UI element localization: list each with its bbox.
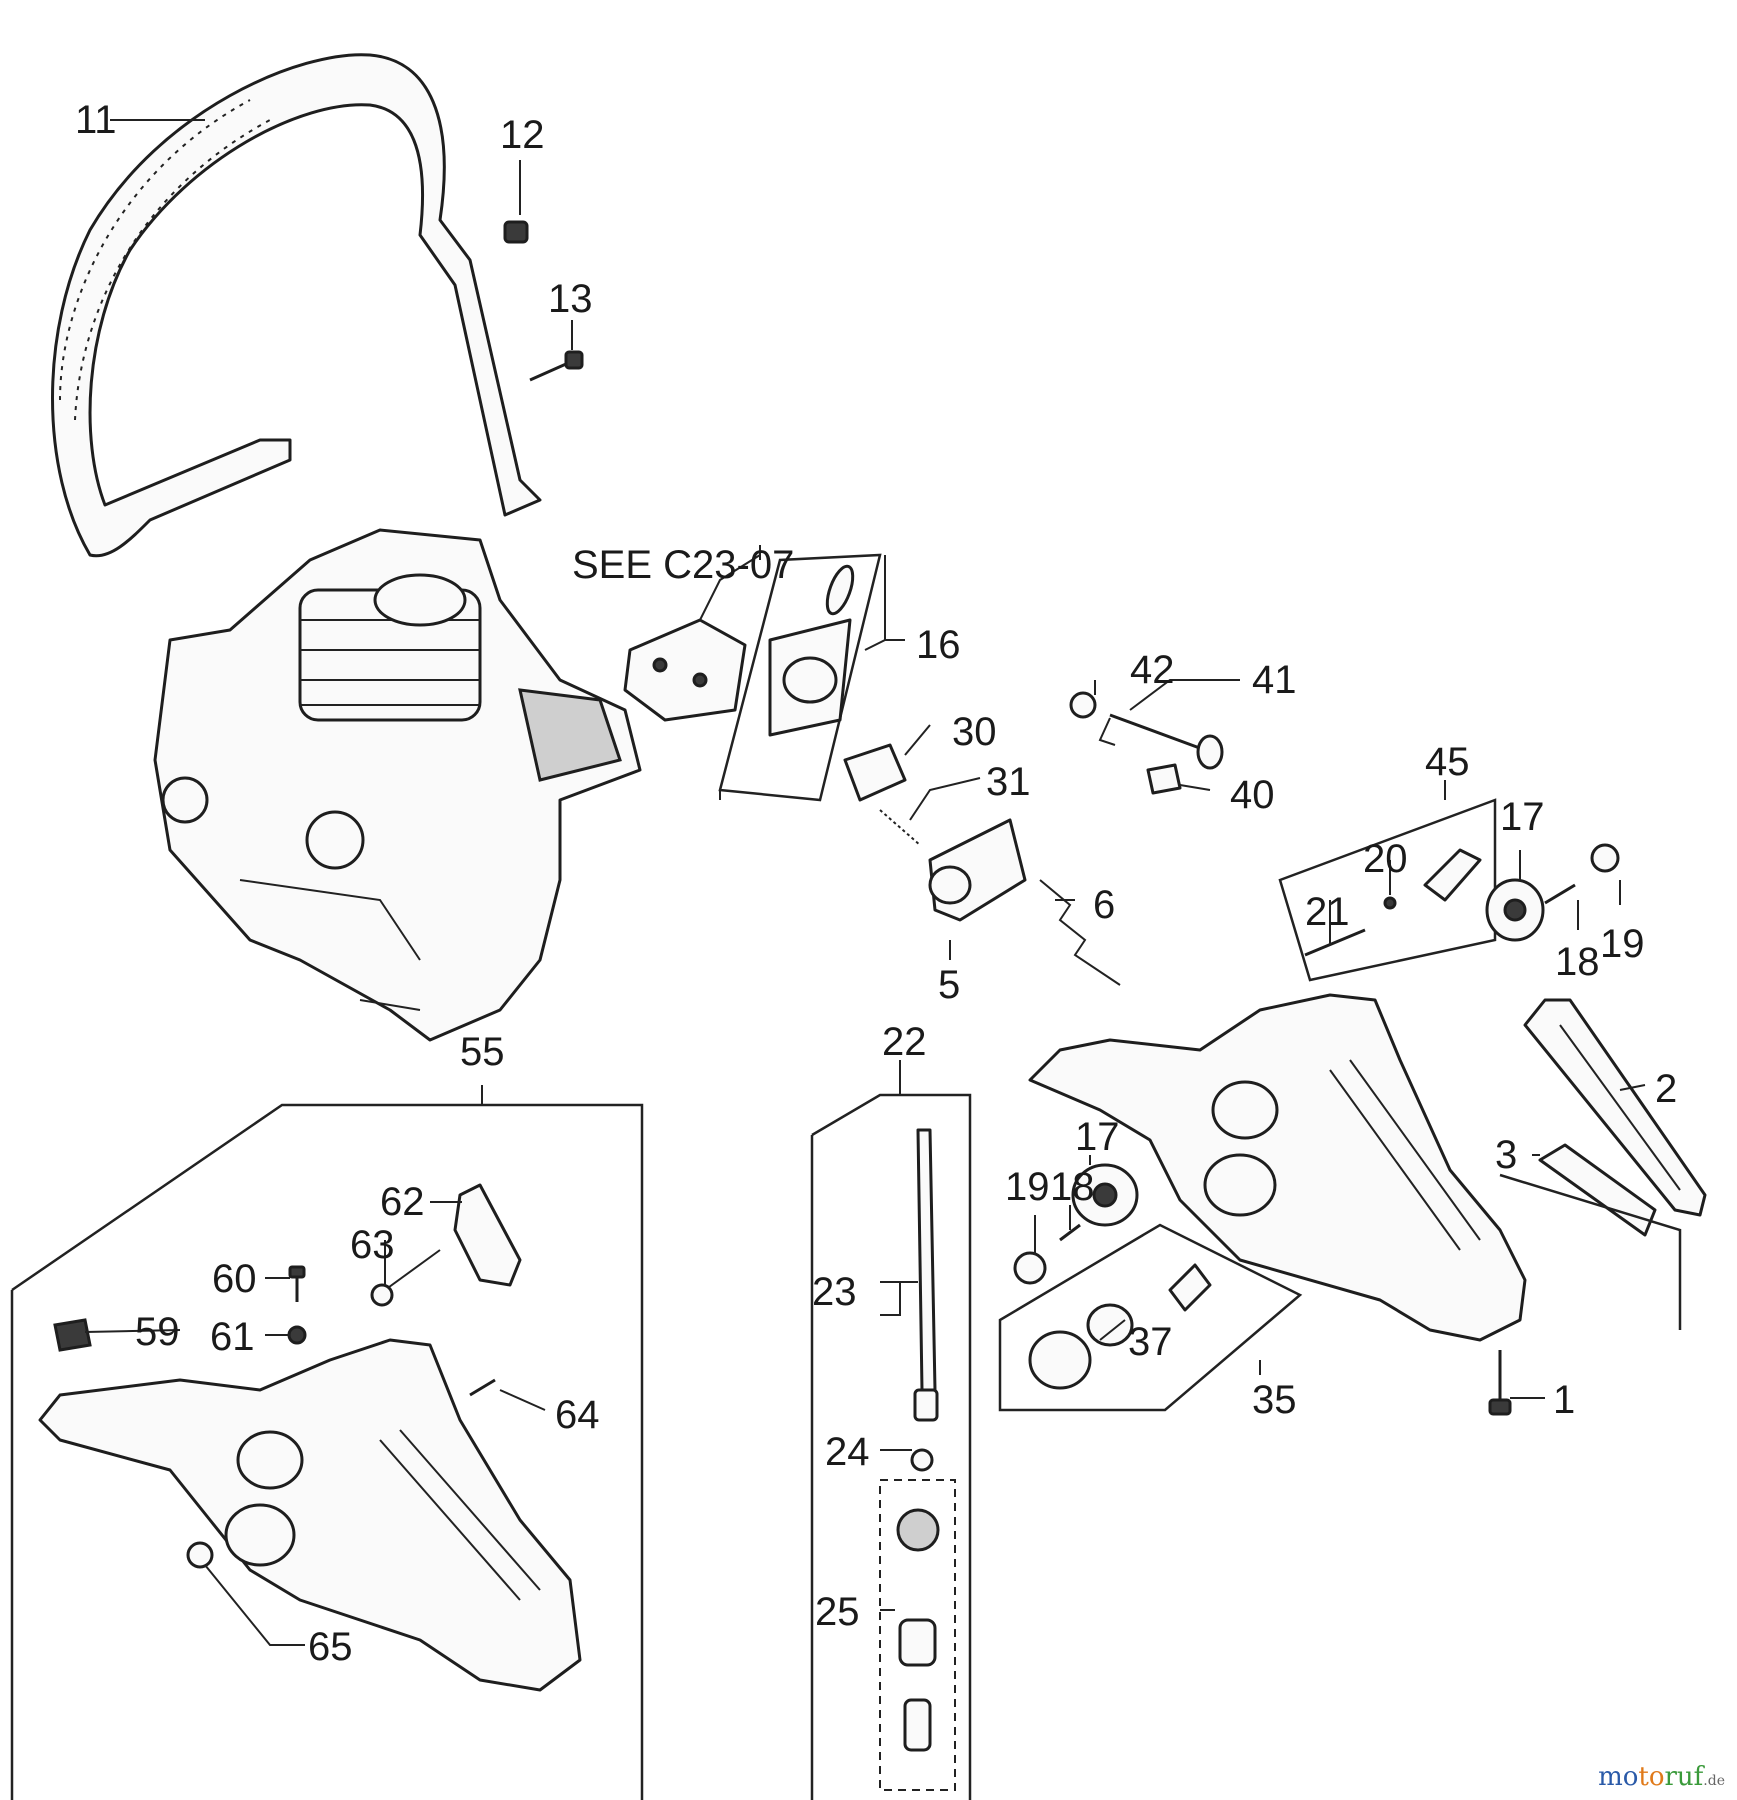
rod-41: [1098, 713, 1224, 770]
label-42: 42: [1130, 648, 1175, 692]
pin-60: [288, 1265, 306, 1302]
label-18-lower: 18: [1050, 1165, 1095, 1209]
label-19-lower: 19: [1005, 1165, 1050, 1209]
watermark-part-3: ruf: [1664, 1762, 1704, 1792]
label-19-upper: 19: [1600, 922, 1645, 966]
label-3: 3: [1495, 1133, 1517, 1177]
label-55: 55: [460, 1030, 505, 1074]
nut-19-upper: [1590, 843, 1620, 873]
label-16: 16: [916, 623, 961, 667]
box-2-3: [1499, 1173, 1682, 1330]
part-5-bracket: [928, 818, 1027, 922]
label-63: 63: [350, 1223, 395, 1267]
nut-19-lower: [1013, 1251, 1047, 1285]
nut-12: [503, 220, 529, 244]
bar-plate-2: [1523, 998, 1707, 1217]
spring-31: [879, 809, 921, 846]
label-2: 2: [1655, 1067, 1677, 1111]
label-5: 5: [938, 963, 960, 1007]
spring-63: [370, 1249, 441, 1307]
part-30: [843, 743, 907, 802]
carburetor: [623, 554, 761, 722]
label-30: 30: [952, 710, 997, 754]
label-17-lower: 17: [1075, 1115, 1120, 1159]
assembly-box-45: [1278, 798, 1497, 982]
label-25: 25: [815, 1590, 860, 1634]
label-61: 61: [210, 1315, 255, 1359]
oil-pump-box-35: [998, 1223, 1303, 1412]
label-37: 37: [1128, 1320, 1173, 1364]
label-21: 21: [1305, 890, 1350, 934]
sprocket-17-lower: [1071, 1163, 1139, 1227]
label-40: 40: [1230, 773, 1275, 817]
engine-assembly: [153, 528, 642, 1042]
watermark-logo: motoruf.de: [1598, 1762, 1725, 1792]
label-45: 45: [1425, 740, 1470, 784]
label-20: 20: [1363, 837, 1408, 881]
label-18-upper: 18: [1555, 940, 1600, 984]
washer-65: [186, 1541, 214, 1569]
label-64: 64: [555, 1393, 600, 1437]
washer-61: [287, 1325, 307, 1345]
pin-18-lower: [1059, 1223, 1081, 1242]
screw-1: [1488, 1350, 1512, 1416]
label-23: 23: [812, 1270, 857, 1314]
watermark-part-2: to: [1638, 1762, 1665, 1792]
label-24: 24: [825, 1430, 870, 1474]
brake-housing: [38, 1338, 582, 1692]
label-11: 11: [75, 98, 117, 142]
oil-line-box-22: [810, 1093, 972, 1800]
plug-40: [1146, 763, 1182, 795]
label-62: 62: [380, 1180, 425, 1224]
label-12: 12: [500, 113, 545, 157]
watermark-part-4: .de: [1703, 1773, 1725, 1789]
pin-64: [469, 1378, 496, 1397]
label-59: 59: [135, 1310, 180, 1354]
label-60: 60: [212, 1257, 257, 1301]
front-handle-bar: [51, 53, 542, 558]
screw-13: [529, 350, 584, 382]
label-41: 41: [1252, 658, 1297, 702]
label-see-c23-07: SEE C23-07: [572, 543, 794, 587]
part-59: [53, 1318, 92, 1352]
label-65: 65: [308, 1625, 353, 1669]
pin-18-upper: [1544, 883, 1576, 905]
callout-labels: 11 12 13 SEE C23-07 16 30 31 42 41 40 45…: [75, 98, 1677, 1669]
label-22: 22: [882, 1020, 927, 1064]
brake-lever-62: [453, 1183, 522, 1287]
label-13: 13: [548, 277, 593, 321]
label-6: 6: [1093, 883, 1115, 927]
chain-brake-box-55: [10, 1103, 644, 1800]
nut-42: [1069, 691, 1097, 719]
label-1: 1: [1553, 1378, 1575, 1422]
sprocket-17-upper: [1485, 878, 1545, 942]
main-housing: [1028, 993, 1527, 1342]
label-31: 31: [986, 760, 1031, 804]
label-17-upper: 17: [1500, 795, 1545, 839]
leader-lines: [84, 119, 1646, 1646]
intake-assembly-16: [718, 553, 882, 802]
watermark-part-1: mo: [1598, 1762, 1639, 1792]
label-35: 35: [1252, 1378, 1297, 1422]
